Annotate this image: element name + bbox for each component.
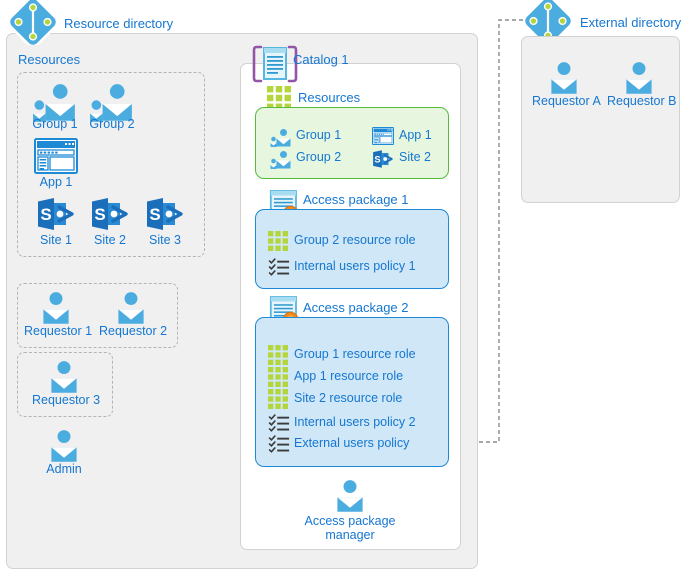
label-admin: Admin — [46, 462, 82, 476]
policy-icon — [268, 414, 290, 432]
application-icon — [34, 138, 78, 174]
resource-directory-title: Resource directory — [64, 16, 174, 31]
resource-label-app-1: App 1 — [39, 175, 73, 189]
external-directory-title: External directory — [580, 15, 682, 30]
ap2-row-app-1-resource-role: App 1 resource role — [294, 369, 404, 383]
sharepoint-site-icon — [36, 196, 76, 232]
user-icon — [546, 60, 582, 96]
sharepoint-site-icon — [145, 196, 185, 232]
user-icon — [332, 478, 368, 514]
policy-icon — [268, 435, 290, 453]
ap2-row-external-users-policy: External users policy — [294, 436, 410, 450]
catalog-title: Catalog 1 — [293, 52, 349, 67]
catalog-icon — [252, 44, 298, 84]
group-icon — [270, 128, 292, 148]
user-icon — [621, 60, 657, 96]
catalog-resource-site-2: Site 2 — [399, 150, 431, 164]
resource-label-group-2: Group 2 — [89, 117, 135, 131]
requestor-group-1-box — [17, 283, 178, 348]
group-icon — [270, 150, 292, 170]
application-icon — [372, 127, 394, 145]
requestor-group-2-box — [17, 352, 113, 417]
resource-label-group-1: Group 1 — [32, 117, 78, 131]
label-requestor-b: Requestor B — [607, 94, 677, 108]
resource-label-site-3: Site 3 — [149, 233, 181, 247]
user-icon — [38, 290, 74, 326]
user-icon — [46, 359, 82, 395]
catalog-resource-group-2: Group 2 — [296, 150, 342, 164]
label-requestor-1: Requestor 1 — [24, 324, 93, 338]
resource-role-icon — [268, 367, 288, 387]
resource-role-icon — [268, 389, 288, 409]
resources-group-box — [17, 72, 205, 257]
label-requestor-2: Requestor 2 — [99, 324, 168, 338]
sharepoint-site-icon — [372, 149, 394, 169]
access-package-1-title: Access package 1 — [303, 192, 409, 207]
user-icon — [113, 290, 149, 326]
label-requestor-a: Requestor A — [532, 94, 601, 108]
catalog-resources-title: Resources — [298, 90, 361, 105]
ap2-row-internal-users-policy-2: Internal users policy 2 — [294, 415, 416, 429]
manager-label-line1: Access package — [304, 514, 396, 528]
sharepoint-site-icon — [90, 196, 130, 232]
resource-role-icon — [268, 231, 288, 251]
catalog-resource-group-1: Group 1 — [296, 128, 342, 142]
access-package-manager-label: Access package manager — [280, 514, 420, 542]
resource-role-icon — [268, 345, 288, 365]
policy-icon — [268, 258, 290, 276]
user-icon — [46, 428, 82, 464]
label-requestor-3: Requestor 3 — [32, 393, 101, 407]
catalog-resource-app-1: App 1 — [399, 128, 432, 142]
manager-label-line2: manager — [325, 528, 375, 542]
access-package-1-box — [255, 209, 449, 289]
resources-group-title: Resources — [18, 52, 81, 67]
external-directory-panel — [521, 36, 680, 203]
resource-label-site-1: Site 1 — [40, 233, 72, 247]
azure-ad-directory-icon — [10, 0, 56, 45]
resource-label-site-2: Site 2 — [94, 233, 126, 247]
ap2-row-site-2-resource-role: Site 2 resource role — [294, 391, 403, 405]
ap2-row-group-1-resource-role: Group 1 resource role — [294, 347, 416, 361]
ap1-row-group-2-resource-role: Group 2 resource role — [294, 233, 416, 247]
access-package-2-title: Access package 2 — [303, 300, 409, 315]
ap1-row-internal-users-policy-1: Internal users policy 1 — [294, 259, 416, 273]
